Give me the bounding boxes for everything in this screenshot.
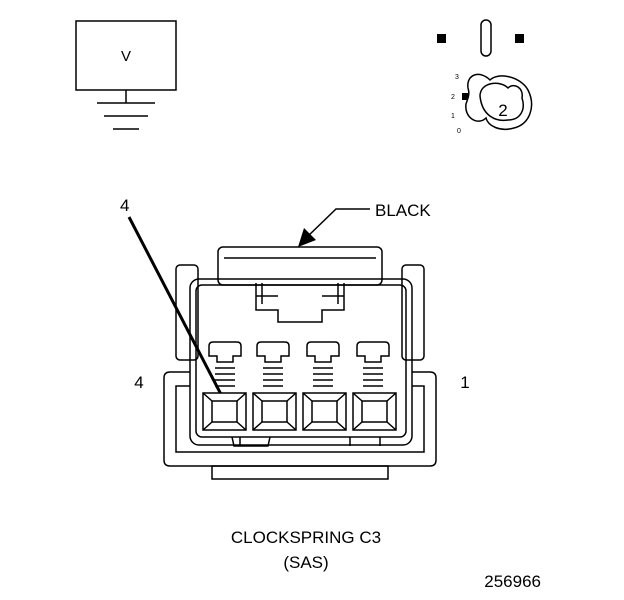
voltmeter-box (75, 20, 177, 91)
left-end-label: 4 (134, 373, 143, 392)
connector-body (163, 246, 437, 480)
cavity-pin-1 (352, 392, 397, 431)
terminal-latch-4 (208, 341, 242, 387)
connector-housing (189, 278, 413, 446)
rotary-dial-icon (465, 73, 533, 130)
color-label: BLACK (375, 201, 431, 220)
connector-subtitle: (SAS) (283, 553, 328, 572)
terminal-cavities (202, 392, 397, 431)
color-arrowhead-icon (298, 228, 316, 247)
voltmeter-symbol: V (75, 20, 177, 130)
dial-selected-position: 2 (498, 101, 507, 120)
cavity-pin-3 (252, 392, 297, 431)
dial-indicator-icon (462, 93, 468, 100)
ground-icon (97, 102, 155, 130)
voltmeter-label: V (121, 48, 131, 65)
selector-symbol: 3 2 1 0 2 (437, 19, 533, 135)
terminal-latch-1 (356, 341, 390, 387)
terminal-latches (208, 341, 390, 387)
probe-square-right-icon (515, 34, 524, 43)
terminal-latch-3 (256, 341, 290, 387)
connector-base (211, 465, 389, 480)
dial-mark-0: 0 (457, 128, 461, 135)
right-end-label: 1 (460, 373, 469, 392)
color-callout: BLACK (298, 201, 431, 247)
dial-mark-1: 1 (451, 113, 455, 120)
pin-leader-line (127, 216, 228, 405)
figure-number: 256966 (484, 572, 541, 591)
pin-callout-label: 4 (120, 196, 129, 215)
left-rear-shell (175, 264, 199, 361)
probe-slot-icon (480, 19, 492, 57)
terminal-latch-2 (306, 341, 340, 387)
dial-mark-3: 3 (455, 74, 459, 81)
right-rear-shell (401, 264, 425, 361)
connector-title: CLOCKSPRING C3 (231, 528, 381, 547)
cavity-pin-4 (202, 392, 247, 431)
cavity-pin-2 (302, 392, 347, 431)
color-leader-line (305, 208, 370, 239)
dial-mark-2: 2 (451, 94, 455, 101)
probe-square-left-icon (437, 34, 446, 43)
